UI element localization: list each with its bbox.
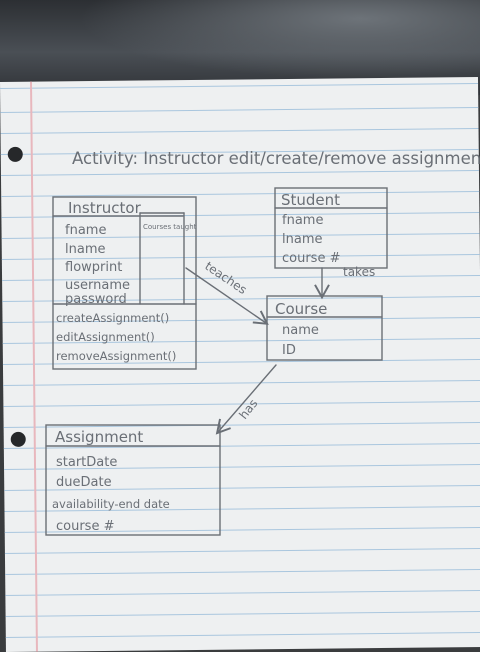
instructor-attr: password [65,292,127,307]
has-arrow [215,364,277,435]
takes-label: takes [343,265,375,279]
instructor-method: createAssignment() [56,311,169,325]
student-class: Student fname lname course # [274,187,388,269]
relation-teaches: teaches [185,259,269,325]
student-attr: course # [282,251,340,266]
assignment-attr: availability-end date [52,497,170,511]
instructor-attr: lname [65,242,105,257]
instructor-attr: username [65,278,130,293]
has-label: has [236,397,260,422]
instructor-attr: fname [65,223,106,238]
instructor-attr: flowprint [65,260,122,275]
course-attr: name [282,323,319,338]
assignment-class: Assignment startDate dueDate availabilit… [45,424,221,536]
instructor-method: removeAssignment() [56,349,176,363]
page-title: Activity: Instructor edit/create/remove … [72,149,480,168]
relation-takes: takes [314,265,375,300]
instructor-class: Instructor fname lname flowprint usernam… [52,196,197,370]
teaches-label: teaches [202,259,249,297]
relation-has: has [215,364,277,435]
student-attr: lname [282,232,322,247]
student-class-name: Student [281,191,340,209]
assignment-class-name: Assignment [55,428,143,446]
instructor-method: editAssignment() [56,330,155,344]
instructor-class-name: Instructor [68,199,142,217]
assignment-attr: course # [56,519,114,534]
assignment-attr: startDate [56,455,117,470]
teaches-arrow [185,267,269,325]
background-chair [0,0,480,95]
instructor-side-attr: Courses taught [143,223,197,231]
assignment-attr: dueDate [56,475,112,490]
student-attr: fname [282,213,323,228]
course-class-name: Course [275,300,327,318]
course-attr: ID [282,343,296,358]
course-class: Course name ID [266,295,383,361]
